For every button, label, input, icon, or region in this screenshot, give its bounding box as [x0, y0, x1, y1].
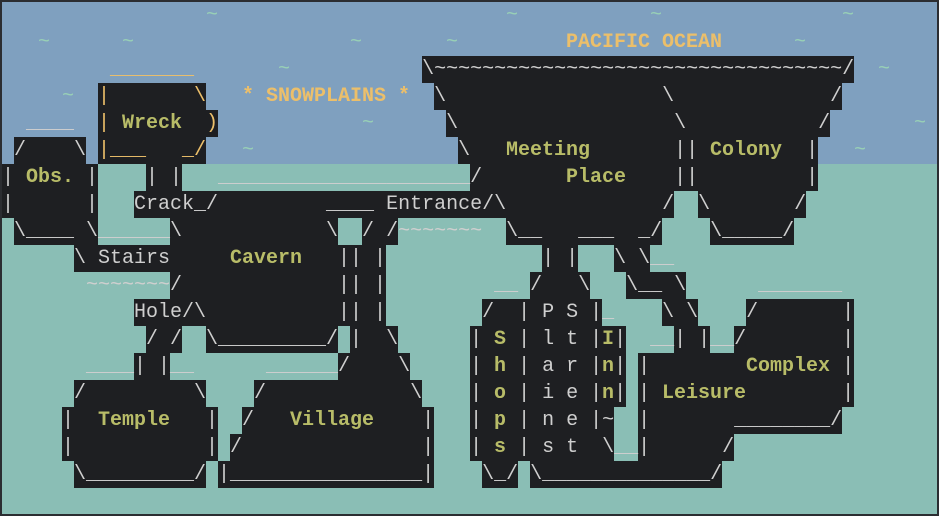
room-fill: [14, 218, 98, 245]
wave-icon: ~: [278, 56, 291, 83]
location-label: Leisure: [662, 380, 747, 407]
map-row: ~~~~~~~/ || | __ / \ \__ \ _______: [2, 274, 843, 297]
room-fill: [506, 218, 662, 245]
wave-icon: ~: [446, 29, 459, 56]
wreck-outline: \: [194, 83, 207, 110]
wave-icon: ~: [62, 83, 75, 110]
location-label: Place: [566, 164, 627, 191]
map-row: | Obs. | | | _____________________/ Plac…: [2, 166, 819, 189]
wreck-outline: |___: [98, 137, 147, 164]
location-label: Meeting: [506, 137, 591, 164]
room-fill: [134, 191, 674, 218]
room-fill: [74, 380, 206, 407]
map-row: | | Crack_/ ____ Entrance/\ / \ /: [2, 193, 807, 216]
room-fill: [710, 218, 794, 245]
location-label: Complex: [746, 353, 831, 380]
room-fill: [530, 461, 722, 488]
map-row: \_________/ |________________| \_/ \____…: [2, 463, 723, 486]
wave-icon: ~: [914, 110, 927, 137]
map-row: | | / | | s | s t \__| /: [2, 436, 735, 459]
room-fill: [542, 245, 578, 272]
location-label: n: [602, 353, 615, 380]
wave-icon: ~: [206, 2, 219, 29]
room-fill: [146, 164, 182, 191]
room-fill: [470, 164, 818, 191]
room-fill: [62, 434, 218, 461]
wreck-outline: _/: [182, 137, 207, 164]
map-row: \____ \______\ \ / /~~~~~~~ \__ ___ _/ \…: [2, 220, 795, 243]
room-fill: [98, 83, 206, 110]
room-fill: [14, 137, 86, 164]
room-fill: [134, 299, 386, 326]
room-fill: [446, 110, 830, 137]
wave-icon: ~: [854, 137, 867, 164]
location-label: I: [602, 326, 615, 353]
room-fill: [422, 56, 854, 83]
room-fill: [482, 299, 602, 326]
location-label: Obs.: [26, 164, 75, 191]
map-row: / / \_________/ | \ | S | l t |I| __| |_…: [2, 328, 855, 351]
room-fill: [170, 218, 338, 245]
wave-icon: ~: [506, 2, 519, 29]
wave-icon: ~: [794, 29, 807, 56]
wave-icon: ~: [842, 2, 855, 29]
room-fill: [638, 407, 842, 434]
room-fill: [434, 83, 842, 110]
room-fill: [134, 353, 170, 380]
room-fill: [698, 191, 806, 218]
location-label: Village: [290, 407, 375, 434]
room-fill: [350, 326, 398, 353]
map-row: ~ | \ * SNOWPLAINS * \ \ /: [2, 85, 843, 108]
location-label: n: [602, 380, 615, 407]
location-label: Colony: [710, 137, 783, 164]
room-fill: [2, 191, 98, 218]
map-row: ~ ~ ~ ~: [2, 4, 855, 27]
room-fill: [614, 245, 650, 272]
wave-icon: ~: [242, 137, 255, 164]
room-fill: [362, 218, 398, 245]
map-row: \ Stairs Cavern || | | | \ \__: [2, 247, 675, 270]
wreck-outline: |: [98, 110, 111, 137]
location-label: Wreck: [122, 110, 183, 137]
room-fill: [626, 272, 686, 299]
room-fill: [218, 461, 434, 488]
location-label: s: [494, 434, 507, 461]
wave-icon: ~: [122, 29, 135, 56]
region-label: * SNOWPLAINS *: [242, 83, 411, 110]
room-fill: [206, 326, 338, 353]
room-fill: [74, 461, 206, 488]
wreck-outline: |: [98, 83, 111, 110]
map-row: ____| |__ ______/ \ | h | a r |n| | Comp…: [2, 355, 855, 378]
room-fill: [662, 299, 698, 326]
room-fill: [530, 272, 590, 299]
wave-icon: ~: [650, 2, 663, 29]
wave-icon: ~: [878, 56, 891, 83]
wreck-outline: _______: [110, 56, 195, 83]
room-fill: [170, 272, 386, 299]
room-fill: [482, 461, 518, 488]
wave-icon: ~: [38, 29, 51, 56]
wave-icon: ~: [362, 110, 375, 137]
location-label: h: [494, 353, 507, 380]
wreck-outline: ): [206, 110, 219, 137]
map-row: Hole/\ || | / | P S |_ \ \ / |: [2, 301, 855, 324]
room-fill: [338, 353, 410, 380]
room-fill: [146, 326, 182, 353]
location-label: p: [494, 407, 507, 434]
location-label: S: [494, 326, 507, 353]
location-label: Temple: [98, 407, 171, 434]
room-fill: [746, 299, 854, 326]
region-label: PACIFIC OCEAN: [566, 29, 723, 56]
room-fill: [674, 326, 710, 353]
location-label: Cavern: [230, 245, 303, 272]
location-label: o: [494, 380, 507, 407]
room-fill: [638, 434, 734, 461]
room-fill: [230, 434, 434, 461]
room-fill: [734, 326, 854, 353]
wave-icon: ~: [350, 29, 363, 56]
room-fill: [254, 380, 422, 407]
